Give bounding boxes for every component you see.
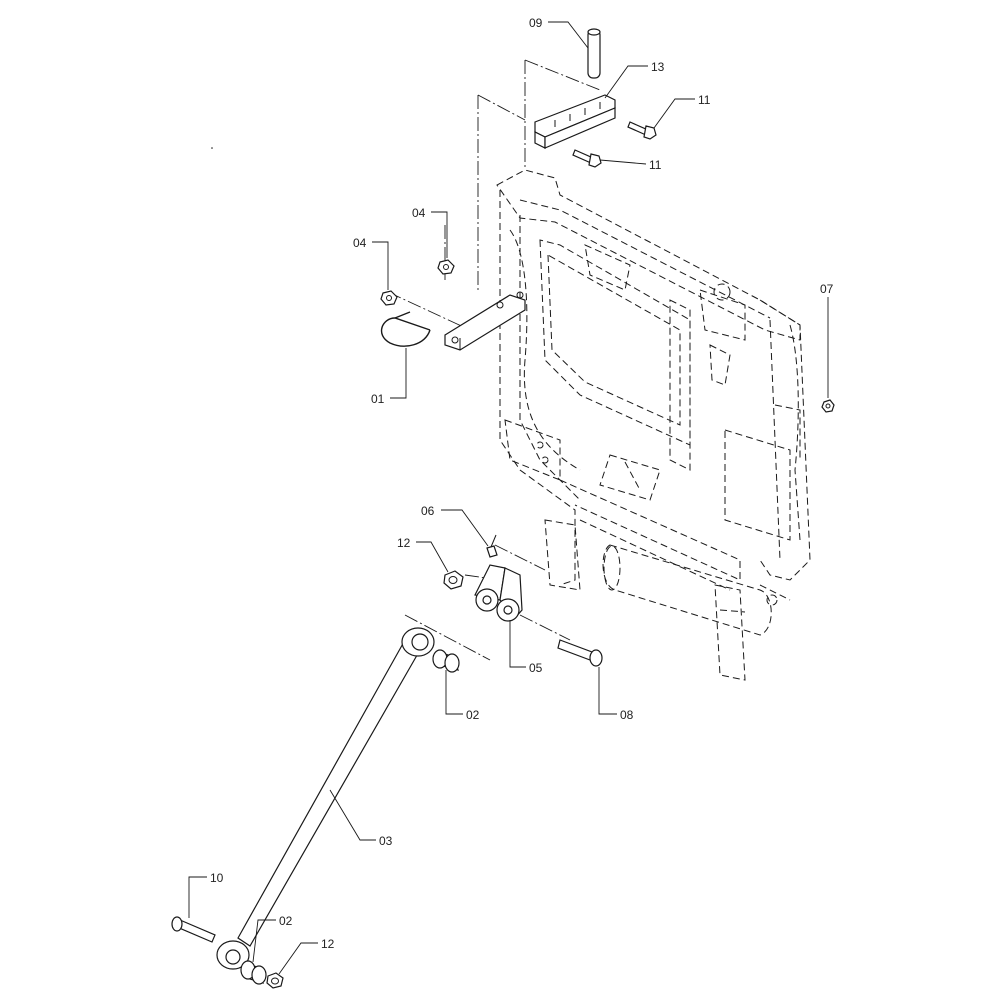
- svg-text:13: 13: [651, 60, 665, 74]
- callout-02-upper: 02: [445, 670, 480, 722]
- callout-12-upper: 12: [397, 536, 449, 573]
- callout-03: 03: [329, 789, 393, 848]
- callout-02-lower: 02: [252, 914, 293, 963]
- callout-08: 08: [598, 667, 634, 722]
- svg-text:08: 08: [620, 708, 634, 722]
- link-rod-part-03: [216, 627, 435, 970]
- callout-11-lower: 11: [599, 158, 662, 172]
- bolt-part-10: [171, 916, 216, 943]
- callout-11-upper: 11: [653, 93, 711, 129]
- callout-13: 13: [604, 60, 665, 99]
- callout-05: 05: [509, 620, 543, 675]
- svg-text:02: 02: [466, 708, 480, 722]
- svg-text:02: 02: [279, 914, 293, 928]
- svg-text:09: 09: [529, 16, 543, 30]
- main-frame-phantom: [496, 169, 811, 681]
- callout-07: 07: [820, 282, 834, 398]
- svg-text:04: 04: [412, 206, 426, 220]
- callout-06: 06: [421, 504, 489, 547]
- nut-part-12-upper: [443, 570, 464, 590]
- stray-dot: [211, 147, 213, 149]
- svg-text:03: 03: [379, 834, 393, 848]
- pin-part-09: [587, 28, 601, 79]
- left-mount-bracket: [444, 291, 526, 351]
- callout-01: 01: [371, 348, 407, 406]
- bolt-part-06: [486, 534, 498, 558]
- bushing-part-02-upper: [432, 649, 460, 673]
- nut-part-12-lower: [266, 972, 284, 989]
- callout-12-lower: 12: [278, 937, 335, 975]
- callout-04-lower: 04: [353, 236, 389, 290]
- nut-part-04-lower: [380, 290, 398, 306]
- svg-text:06: 06: [421, 504, 435, 518]
- callout-04-upper: 04: [412, 206, 448, 258]
- clevis-bracket-part-05: [474, 564, 523, 622]
- callout-10: 10: [188, 871, 224, 918]
- bushing-part-02-lower: [240, 960, 267, 985]
- clip-part-01: [380, 311, 431, 347]
- bolt-part-11-upper: [627, 121, 657, 140]
- callout-09: 09: [529, 16, 589, 49]
- svg-text:12: 12: [321, 937, 335, 951]
- nut-part-07: [821, 399, 835, 413]
- svg-text:11: 11: [698, 93, 711, 107]
- svg-text:05: 05: [529, 661, 543, 675]
- svg-text:04: 04: [353, 236, 367, 250]
- pin-part-08: [557, 639, 603, 667]
- svg-text:10: 10: [210, 871, 224, 885]
- svg-text:12: 12: [397, 536, 411, 550]
- svg-text:07: 07: [820, 282, 834, 296]
- svg-text:11: 11: [649, 158, 662, 172]
- assembly-center-lines: [387, 59, 601, 661]
- bracket-part-13: [534, 94, 616, 149]
- bolt-part-11-lower: [572, 149, 602, 168]
- nut-part-04-upper: [437, 259, 455, 275]
- svg-text:01: 01: [371, 392, 385, 406]
